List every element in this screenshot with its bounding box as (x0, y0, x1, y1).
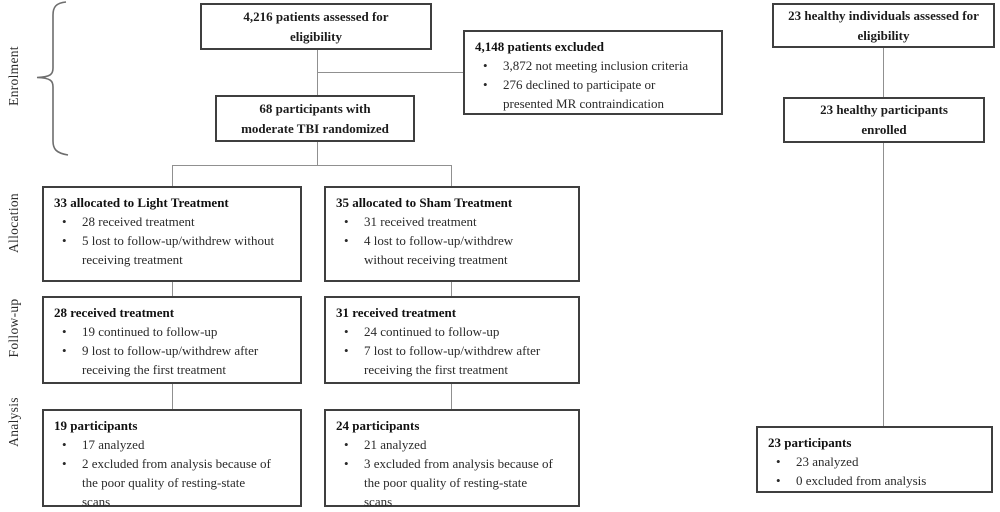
connector-randomized-down (317, 142, 318, 166)
bullet-item: 5 lost to follow-up/withdrew without rec… (54, 231, 292, 269)
bullet-item: 9 lost to follow-up/withdrew after recei… (54, 341, 292, 379)
sham-follow-up-bullet-list: 24 continued to follow-up 7 lost to foll… (336, 322, 570, 379)
light-allocation-bullet-list: 28 received treatment 5 lost to follow-u… (54, 212, 292, 269)
box-sham-follow-up-title: 31 received treatment (336, 305, 457, 320)
bullet-item: 276 declined to participate or presented… (475, 75, 713, 113)
box-patients-excluded-title: 4,148 patients excluded (475, 39, 604, 54)
connector-light-follow-to-analysis (172, 384, 173, 409)
box-patients-assessed-text: 4,216 patients assessed for eligibility (243, 8, 389, 44)
sham-allocation-bullet-list: 31 received treatment 4 lost to follow-u… (336, 212, 570, 269)
bullet-item: 24 continued to follow-up (336, 322, 570, 341)
connector-healthy-enrolled-to-analysis (883, 143, 884, 426)
enrolment-brace (36, 1, 69, 156)
bullet-item: 17 analyzed (54, 435, 292, 454)
bullet-item: 3,872 not meeting inclusion criteria (475, 56, 713, 75)
connector-split-horizontal (172, 165, 452, 166)
bullet-item: 23 analyzed (768, 452, 983, 471)
bullet-item: 21 analyzed (336, 435, 570, 454)
excluded-bullet-list: 3,872 not meeting inclusion criteria 276… (475, 56, 713, 113)
connector-healthy-assessed-to-enrolled (883, 48, 884, 97)
bullet-item: 4 lost to follow-up/withdrew without rec… (336, 231, 570, 269)
bullet-item: 19 continued to follow-up (54, 322, 292, 341)
stage-label-analysis: Analysis (6, 397, 21, 447)
box-light-analysis-title: 19 participants (54, 418, 138, 433)
bullet-item: 0 excluded from analysis (768, 471, 983, 490)
box-light-allocation: 33 allocated to Light Treatment 28 recei… (42, 186, 302, 282)
box-light-allocation-title: 33 allocated to Light Treatment (54, 195, 229, 210)
light-follow-up-bullet-list: 19 continued to follow-up 9 lost to foll… (54, 322, 292, 379)
box-light-analysis: 19 participants 17 analyzed 2 excluded f… (42, 409, 302, 509)
box-healthy-enrolled: 23 healthy participants enrolled (783, 97, 985, 143)
connector-split-left (172, 165, 173, 186)
box-sham-follow-up: 31 received treatment 24 continued to fo… (324, 296, 580, 384)
box-healthy-assessed-text: 23 healthy individuals assessed for elig… (788, 7, 979, 43)
box-light-follow-up: 28 received treatment 19 continued to fo… (42, 296, 302, 384)
box-patients-excluded: 4,148 patients excluded 3,872 not meetin… (463, 30, 723, 115)
stage-label-enrolment: Enrolment (6, 46, 21, 106)
box-healthy-enrolled-text: 23 healthy participants enrolled (820, 102, 948, 137)
bullet-item: 3 excluded from analysis because of the … (336, 454, 570, 511)
box-healthy-assessed: 23 healthy individuals assessed for elig… (772, 3, 995, 48)
box-sham-allocation: 35 allocated to Sham Treatment 31 receiv… (324, 186, 580, 282)
connector-sham-follow-to-analysis (451, 384, 452, 409)
healthy-analysis-bullet-list: 23 analyzed 0 excluded from analysis (768, 452, 983, 490)
bullet-item: 2 excluded from analysis because of the … (54, 454, 292, 511)
connector-sham-alloc-to-follow (451, 282, 452, 296)
box-sham-analysis: 24 participants 21 analyzed 3 excluded f… (324, 409, 580, 509)
box-healthy-analysis: 23 participants 23 analyzed 0 excluded f… (756, 426, 993, 493)
connector-split-right (451, 165, 452, 186)
box-tbi-randomized-text: 68 participants with moderate TBI random… (241, 100, 389, 136)
light-analysis-bullet-list: 17 analyzed 2 excluded from analysis bec… (54, 435, 292, 511)
connector-to-excluded (317, 72, 463, 73)
box-sham-allocation-title: 35 allocated to Sham Treatment (336, 195, 513, 210)
sham-analysis-bullet-list: 21 analyzed 3 excluded from analysis bec… (336, 435, 570, 511)
box-sham-analysis-title: 24 participants (336, 418, 420, 433)
bullet-item: 7 lost to follow-up/withdrew after recei… (336, 341, 570, 379)
box-healthy-analysis-title: 23 participants (768, 435, 852, 450)
bullet-item: 31 received treatment (336, 212, 570, 231)
connector-light-alloc-to-follow (172, 282, 173, 296)
box-patients-assessed: 4,216 patients assessed for eligibility (200, 3, 432, 50)
box-tbi-randomized: 68 participants with moderate TBI random… (215, 95, 415, 142)
box-light-follow-up-title: 28 received treatment (54, 305, 175, 320)
bullet-item: 28 received treatment (54, 212, 292, 231)
